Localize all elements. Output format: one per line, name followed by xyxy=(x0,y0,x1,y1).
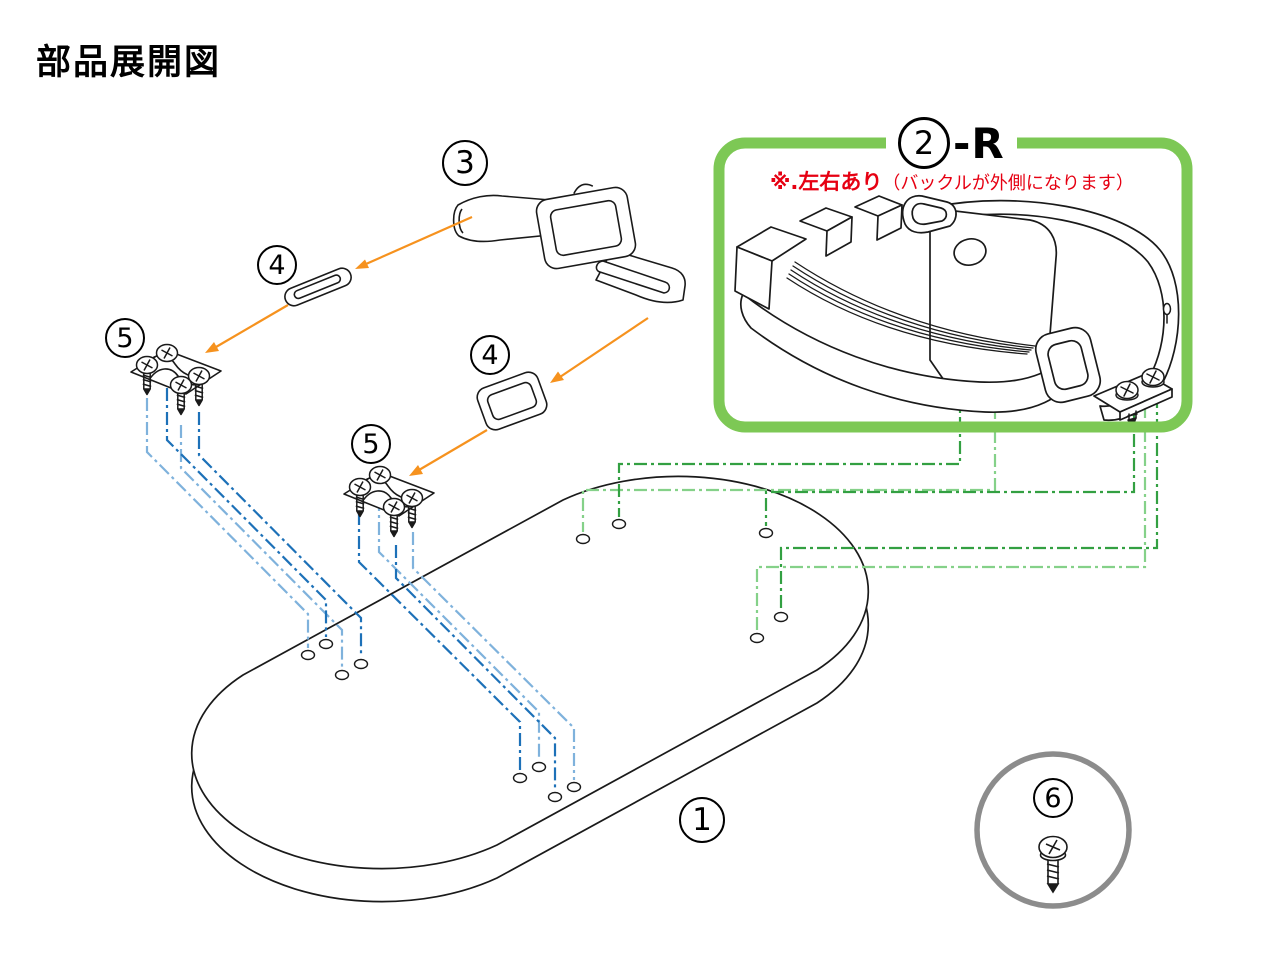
label-part-3: 3 xyxy=(442,140,488,186)
bracket-5a-drawing xyxy=(131,345,221,415)
label-part-2-suffix: -R xyxy=(953,118,1005,168)
base-plate-drawing xyxy=(190,475,870,903)
label-part-6: 6 xyxy=(1033,778,1073,818)
arrow-heads xyxy=(205,259,564,476)
screw-6-icon xyxy=(1038,835,1068,894)
part2-note-bold: ※.左右あり xyxy=(770,170,883,194)
strap-edge-hatching xyxy=(786,261,1036,355)
page-title: 部品展開図 xyxy=(36,43,222,83)
base-plate-top xyxy=(190,475,870,870)
part2-note: ※.左右あり（バックルが外側になります） xyxy=(770,166,1134,196)
label-part-2r: 2 -R xyxy=(886,116,1017,170)
strap-assembly-drawing xyxy=(734,195,1180,429)
bracket-5b-drawing xyxy=(344,467,434,537)
loop-4a-drawing xyxy=(284,267,352,307)
screw-guide-lines-blue-light xyxy=(145,398,576,780)
base-holes xyxy=(300,518,789,803)
part6-ring xyxy=(974,751,1132,909)
label-part-5b: 5 xyxy=(351,424,391,464)
part6-drawing xyxy=(974,751,1132,909)
label-part-4a: 4 xyxy=(257,245,297,285)
label-part-5a: 5 xyxy=(105,318,145,358)
assembly-arrows xyxy=(205,215,649,476)
strap-3-drawing xyxy=(452,183,686,304)
label-part-2-circle: 2 xyxy=(898,117,950,169)
label-part-1: 1 xyxy=(679,797,725,843)
screw-guide-lines-blue-dark xyxy=(165,388,557,790)
part2-note-paren: （バックルが外側になります） xyxy=(882,173,1134,194)
ring-4b-drawing xyxy=(476,371,548,431)
label-part-4b: 4 xyxy=(470,335,510,375)
